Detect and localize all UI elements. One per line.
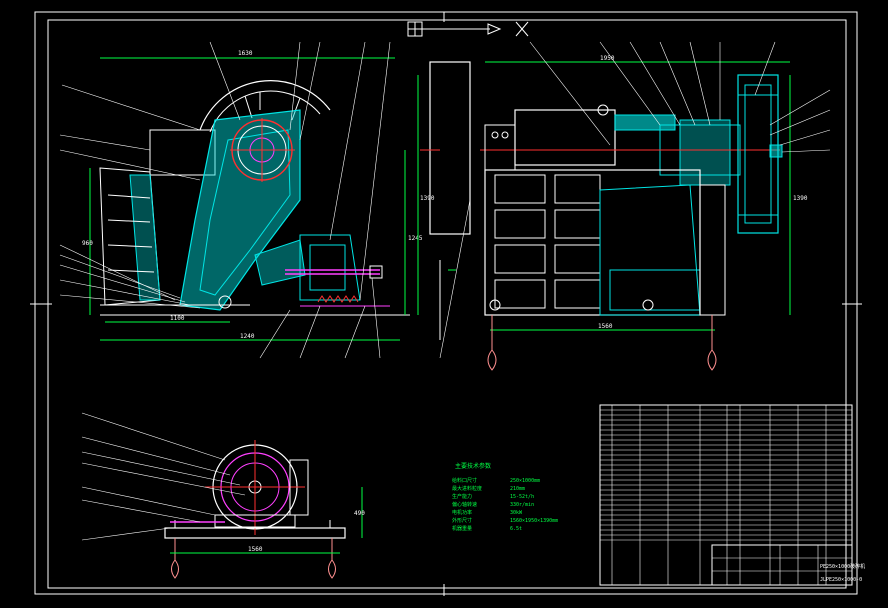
technical-notes: 主要技术参数 给料口尺寸 最大进料粒度 生产能力 偏心轴转速 电机功率 外形尺寸… — [452, 462, 558, 532]
note-line-3: 偏心轴转速 — [452, 501, 477, 508]
outer-frame — [34, 11, 858, 595]
note-value-0: 250×1000mm — [510, 478, 540, 484]
note-value-3: 330r/min — [510, 502, 534, 508]
flywheel-edge-view — [420, 61, 471, 340]
dim-right-height: 1390 — [793, 195, 808, 202]
note-line-4: 电机功率 — [452, 509, 472, 516]
title-name: PE250×1000破碎机 — [820, 563, 865, 570]
notes-title: 主要技术参数 — [455, 462, 491, 470]
note-line-6: 机器重量 — [452, 525, 472, 532]
motor-view: 1560 490 — [81, 412, 365, 579]
note-line-5: 外形尺寸 — [452, 517, 472, 524]
note-value-1: 210mm — [510, 486, 525, 492]
dim-width-right: 1560 — [598, 323, 613, 330]
dim-h-left: 1390 — [420, 195, 435, 202]
side-view: 1950 1560 1390 — [480, 41, 831, 371]
dim-base-height: 490 — [354, 510, 365, 517]
dim-bottom-left: 1100 — [170, 315, 185, 322]
dim-h-right: 1245 — [408, 235, 423, 242]
dim-top-left: 1630 — [238, 50, 253, 57]
note-line-1: 最大进料粒度 — [452, 485, 482, 492]
orientation-symbol — [407, 21, 529, 37]
note-line-2: 生产能力 — [452, 493, 472, 500]
note-line-0: 给料口尺寸 — [452, 477, 477, 484]
dim-bottom-mid: 1240 — [240, 333, 255, 340]
parts-list — [599, 404, 853, 586]
front-section-view: 1630 1240 1100 960 1245 1390 — [59, 41, 471, 359]
dim-base-width: 1560 — [248, 546, 263, 553]
drawing-number: JLPE250×1000-0 — [820, 577, 862, 583]
note-value-6: 6.5t — [510, 526, 522, 532]
inner-frame — [47, 19, 847, 589]
dim-h-mid: 960 — [82, 240, 93, 247]
note-value-4: 30kW — [510, 510, 523, 516]
title-block: PE250×1000破碎机 JLPE250×1000-0 — [711, 544, 865, 586]
dim-top-right: 1950 — [600, 55, 615, 62]
note-value-5: 1560×1950×1390mm — [510, 518, 558, 524]
note-value-2: 15-52t/h — [510, 494, 534, 500]
